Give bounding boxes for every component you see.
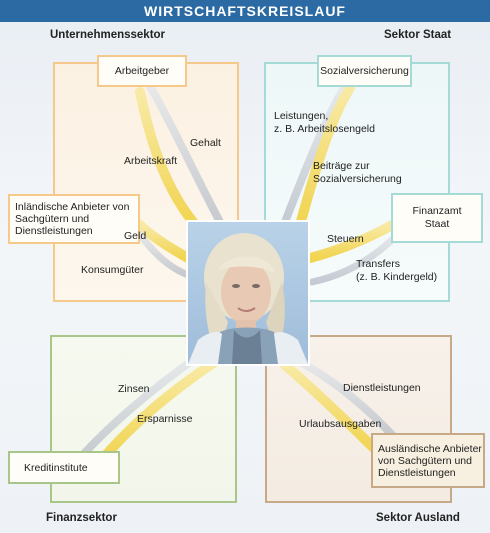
flow-urlaubsausgaben [280,360,383,457]
box-finanzamt-line2: Staat [424,218,450,230]
box-finanzamt: Finanzamt Staat [391,193,483,243]
box-arbeitgeber: Arbeitgeber [97,55,187,87]
flow-zinsen [76,354,200,462]
box-inlaendische-anbieter-label: Inländische Anbieter von Sachgütern und … [15,201,130,237]
box-finanzamt-line1: Finanzamt [412,205,462,217]
label-dienstleistungen: Dienstleistungen [343,382,421,394]
label-transfers: Transfers (z. B. Kindergeld) [356,258,437,284]
label-leistungen: Leistungen, z. B. Arbeitslosengeld [274,110,375,136]
label-transfers-line2: (z. B. Kindergeld) [356,271,438,283]
flow-dienstleistungen [296,358,399,442]
sector-title-staat: Sektor Staat [384,29,452,41]
label-steuern: Steuern [327,233,364,245]
label-geld: Geld [124,230,147,242]
label-gehalt: Gehalt [190,137,221,149]
flow-ersparnisse [95,357,220,467]
box-auslaendische-anbieter: Ausländische Anbieter von Sachgütern und… [371,433,485,488]
portrait-illustration [188,233,308,364]
flow-gehalt [146,82,224,226]
label-leistungen-line2: z. B. Arbeitslosengeld [274,123,375,135]
label-transfers-line1: Transfers [356,258,400,270]
flow-geld [135,220,193,263]
sector-title-finanz: Finanzsektor [46,512,117,524]
sector-title-unternehmen: Unternehmenssektor [50,29,166,41]
box-sozialversicherung: Sozialversicherung [317,55,412,87]
flow-beitraege [295,83,355,230]
flow-steuern [305,220,397,263]
label-zinsen: Zinsen [118,383,150,395]
flow-konsumgueter [134,228,192,279]
label-leistungen-line1: Leistungen, [274,110,329,122]
diagram-title: WIRTSCHAFTSKREISLAUF [0,0,490,22]
box-auslaendische-anbieter-label: Ausländische Anbieter von Sachgütern und… [378,442,482,479]
box-inlaendische-anbieter: Inländische Anbieter von Sachgütern und … [8,194,140,244]
label-arbeitskraft: Arbeitskraft [124,155,178,167]
label-urlaubsausgaben: Urlaubsausgaben [299,418,382,430]
label-ersparnisse: Ersparnisse [137,413,193,425]
box-kreditinstitute: Kreditinstitute [8,451,120,484]
flow-arbeitskraft [135,87,203,233]
label-beitraege-line2: Sozialversicherung [313,173,402,185]
sector-title-ausland: Sektor Ausland [376,512,460,524]
flow-leistungen [281,82,349,226]
label-beitraege: Beiträge zur Sozialversicherung [313,160,402,186]
label-beitraege-line1: Beiträge zur [313,160,370,172]
center-portrait-photo [186,220,310,366]
label-konsumgueter: Konsumgüter [81,264,144,276]
